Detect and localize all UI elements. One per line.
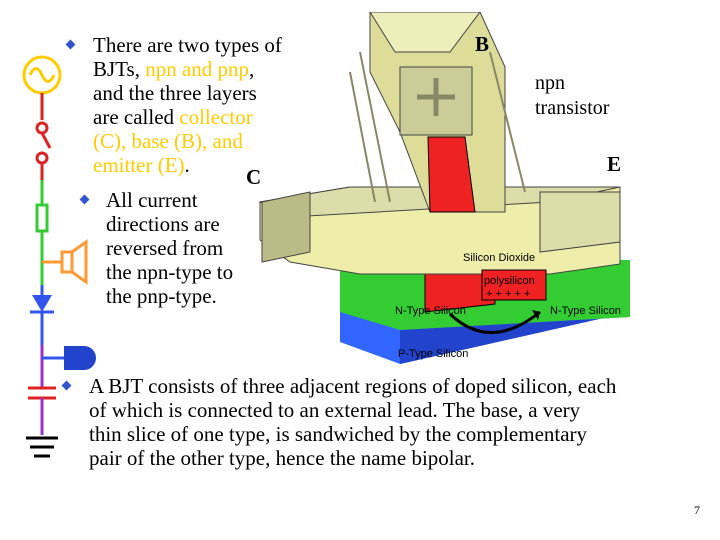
- ground-icon: [26, 438, 58, 456]
- bullet-1-line-4-pre: are called: [93, 105, 179, 129]
- bullet-1-line-2-pre: BJTs,: [93, 57, 145, 81]
- npn-pnp-highlight: npn and pnp: [145, 57, 249, 81]
- bullet-2-line: the pnp-type.: [106, 284, 266, 308]
- label-c: C: [246, 165, 261, 190]
- ac-source-icon: [24, 57, 60, 93]
- resistor-icon: [37, 180, 47, 285]
- bullet-2-line: All current: [106, 188, 266, 212]
- label-e: E: [607, 152, 621, 177]
- label-b: B: [475, 32, 489, 57]
- bullet-3-line: A BJT consists of three adjacent regions…: [89, 374, 709, 398]
- collector-highlight: collector: [179, 105, 252, 129]
- polysilicon-label: polysilicon: [484, 275, 535, 287]
- lamp-icon: [42, 345, 96, 388]
- diode-icon: [30, 285, 54, 345]
- collector-terminal: [262, 192, 310, 262]
- plus-signs-label: + + + + +: [486, 288, 530, 300]
- switch-icon: [37, 93, 50, 180]
- speaker-icon: [42, 242, 86, 282]
- bullet-2-line: the npn-type to: [106, 260, 266, 284]
- ptype-label: P-Type Silicon: [398, 348, 468, 360]
- emitter-highlight: emitter (E): [93, 153, 185, 177]
- ntype-left-label: N-Type Silicon: [395, 305, 466, 317]
- ntype-right-label: N-Type Silicon: [550, 305, 621, 317]
- bullet-1-line-6-post: .: [185, 153, 190, 177]
- caption-transistor: transistor: [535, 97, 609, 120]
- npn-transistor-diagram: Silicon Dioxide polysilicon + + + + + N-…: [250, 12, 630, 364]
- bullet-3-text: A BJT consists of three adjacent regions…: [89, 374, 709, 470]
- silicon-dioxide-label: Silicon Dioxide: [463, 252, 535, 264]
- bullet-3-line: pair of the other type, hence the name b…: [89, 446, 709, 470]
- bullet-3-line: thin slice of one type, is sandwiched by…: [89, 422, 709, 446]
- bullet-2-line: directions are: [106, 212, 266, 236]
- emitter-block: [540, 192, 620, 252]
- page-number: 7: [694, 503, 700, 518]
- capacitor-icon: [28, 388, 56, 435]
- caption-npn: npn: [535, 72, 565, 95]
- bullet-2-line: reversed from: [106, 236, 266, 260]
- bullet-3-line: of which is connected to an external lea…: [89, 398, 709, 422]
- bullet-2-text: All current directions are reversed from…: [106, 188, 266, 308]
